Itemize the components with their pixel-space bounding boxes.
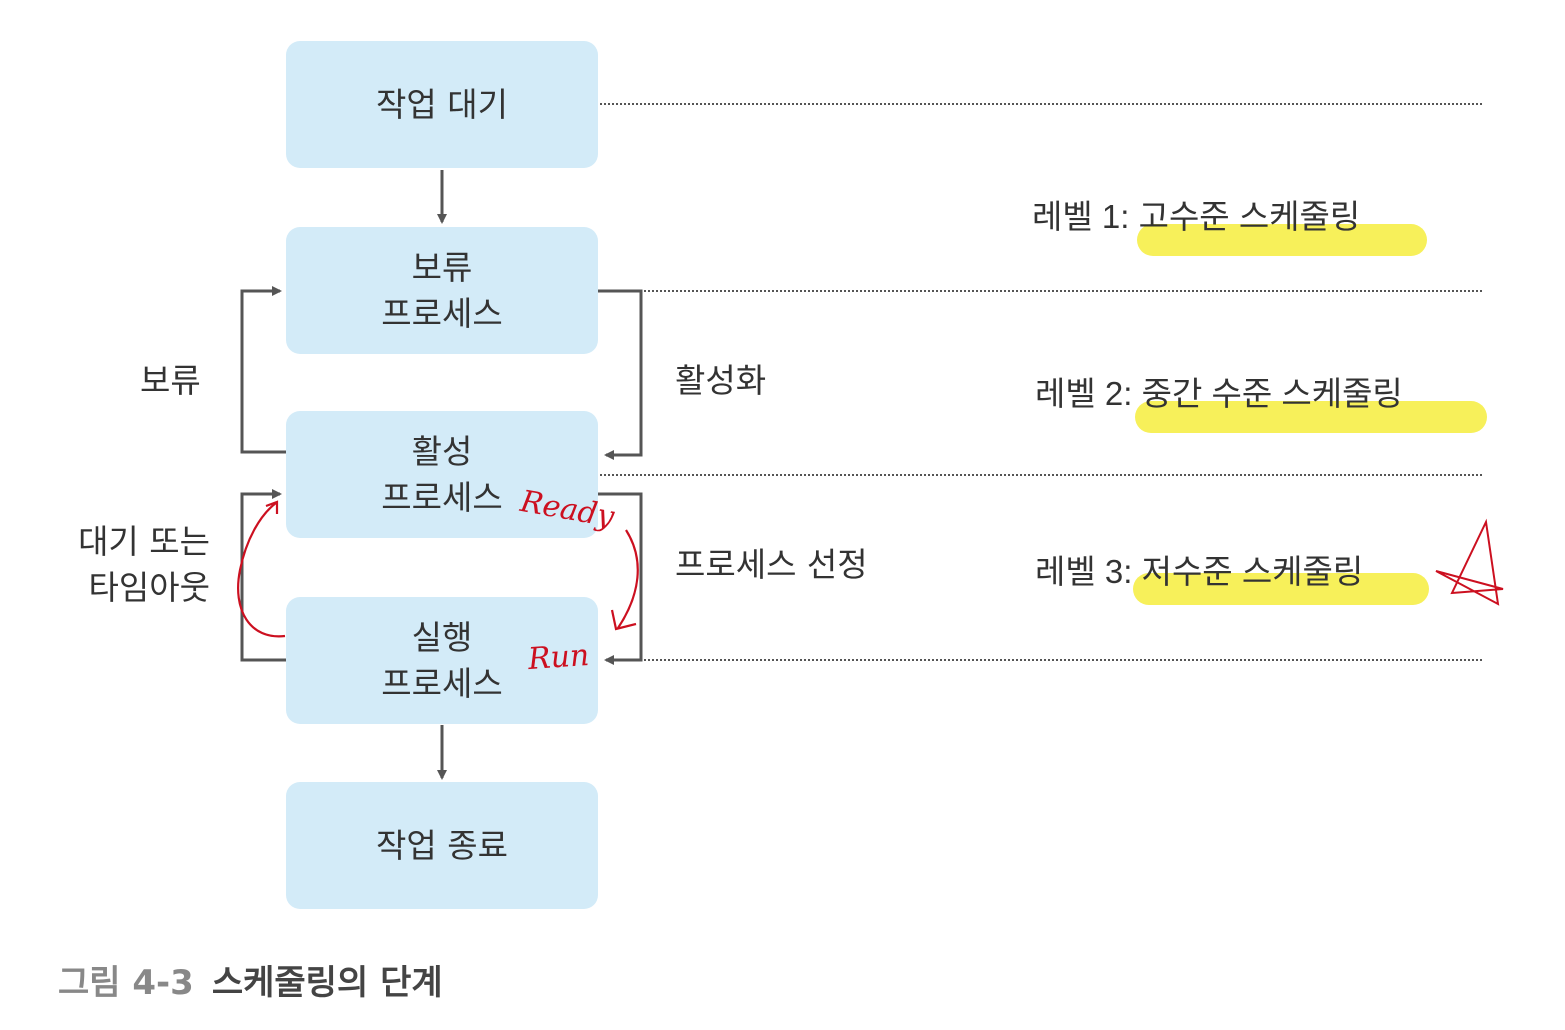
hand-arrow-right-head	[610, 609, 637, 631]
arrow-hold-loop	[240, 286, 286, 454]
hand-arrow-left	[237, 502, 286, 638]
level-2-label: 레벨 2: 중간 수준 스케줄링	[1035, 375, 1403, 412]
wait-timeout-line1: 대기 또는	[78, 522, 210, 561]
job-wait-label: 작업 대기	[376, 84, 508, 124]
hold-transition-label: 보류	[140, 361, 201, 400]
arrow-activate	[598, 289, 643, 460]
figure-title: 스케줄링의 단계	[211, 963, 443, 1003]
highlight-level-3	[1133, 573, 1429, 605]
running-process-line1: 실행	[411, 617, 473, 657]
run-annotation: Run	[526, 637, 591, 678]
job-end-box: 작업 종료	[286, 782, 598, 909]
active-process-box: 활성 프로세스	[286, 411, 598, 538]
active-process-line2: 프로세스	[381, 477, 503, 517]
wait-timeout-label: 대기 또는 타임아웃	[66, 519, 210, 611]
hand-star	[1435, 518, 1504, 606]
running-process-line2: 프로세스	[381, 663, 503, 703]
hold-process-box: 보류 프로세스	[286, 227, 598, 354]
hold-process-line2: 프로세스	[381, 293, 503, 333]
arrow-timeout-loop	[240, 489, 286, 662]
figure-caption: 그림 4-3 스케줄링의 단계	[58, 955, 443, 1004]
activate-transition-label: 활성화	[675, 361, 767, 400]
hand-arrow-left-head	[265, 500, 279, 514]
job-wait-box: 작업 대기	[286, 41, 598, 168]
process-select-label: 프로세스 선정	[675, 545, 868, 584]
level-1-label: 레벨 1: 고수준 스케줄링	[1032, 198, 1361, 235]
figure-number: 그림 4-3	[58, 963, 194, 1003]
job-end-label: 작업 종료	[376, 825, 508, 865]
wait-timeout-line2: 타임아웃	[88, 568, 210, 607]
highlight-level-1	[1137, 224, 1427, 256]
active-process-line1: 활성	[411, 431, 473, 471]
level-3-label: 레벨 3: 저수준 스케줄링	[1035, 553, 1364, 590]
hand-arrow-right	[617, 529, 639, 629]
arrow-process-select	[598, 492, 643, 665]
highlight-level-2	[1135, 401, 1487, 433]
hold-process-line1: 보류	[411, 247, 473, 287]
running-process-box: 실행 프로세스	[286, 597, 598, 724]
